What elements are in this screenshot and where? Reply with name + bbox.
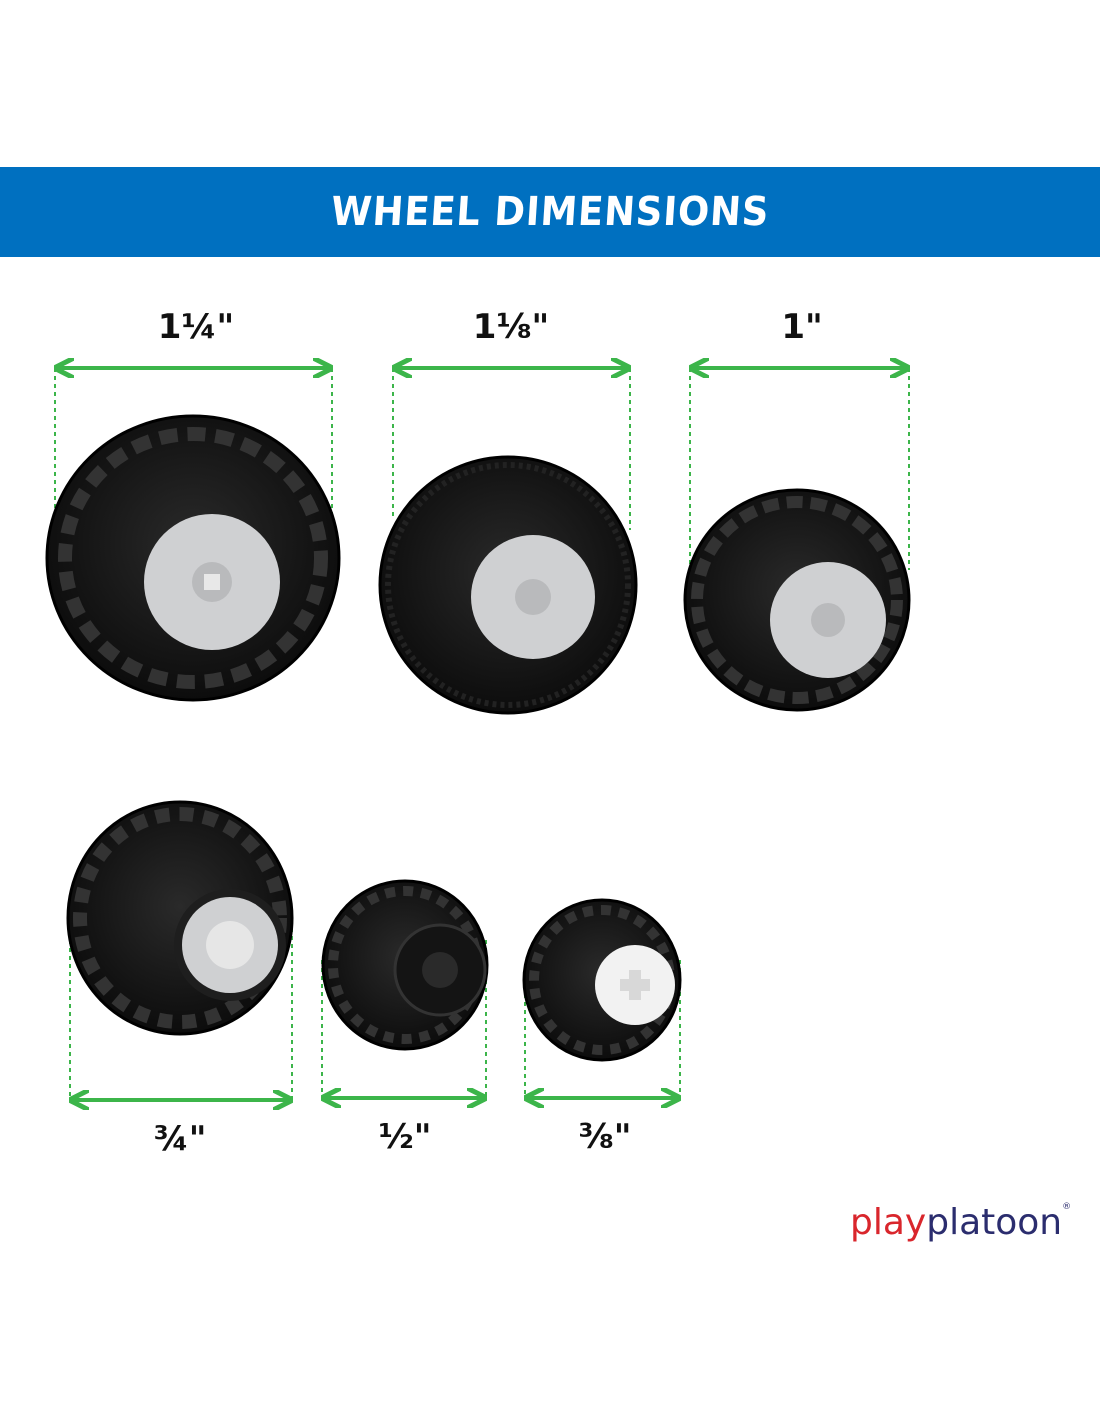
wheel-5: ½" <box>321 879 489 1157</box>
size-label: 1" <box>781 307 822 347</box>
wheel-6: ⅜" <box>522 898 682 1157</box>
size-label: ½" <box>379 1117 432 1157</box>
brand-logo: playplatoon® <box>850 1202 1071 1243</box>
size-label: 1¼" <box>158 307 235 347</box>
size-label: 1⅛" <box>473 307 550 347</box>
logo-part-platoon: platoon <box>926 1202 1063 1243</box>
wheel-3: 1" <box>683 307 911 712</box>
size-label: ⅜" <box>579 1117 632 1157</box>
wheel-4: ¾" <box>66 800 294 1159</box>
wheel-1: 1¼" <box>45 307 341 702</box>
wheel-2: 1⅛" <box>378 307 638 715</box>
size-label: ¾" <box>154 1119 207 1159</box>
title-banner: WHEEL DIMENSIONS <box>0 167 1100 257</box>
logo-part-play: play <box>850 1202 927 1243</box>
registered-mark: ® <box>1062 1202 1072 1212</box>
